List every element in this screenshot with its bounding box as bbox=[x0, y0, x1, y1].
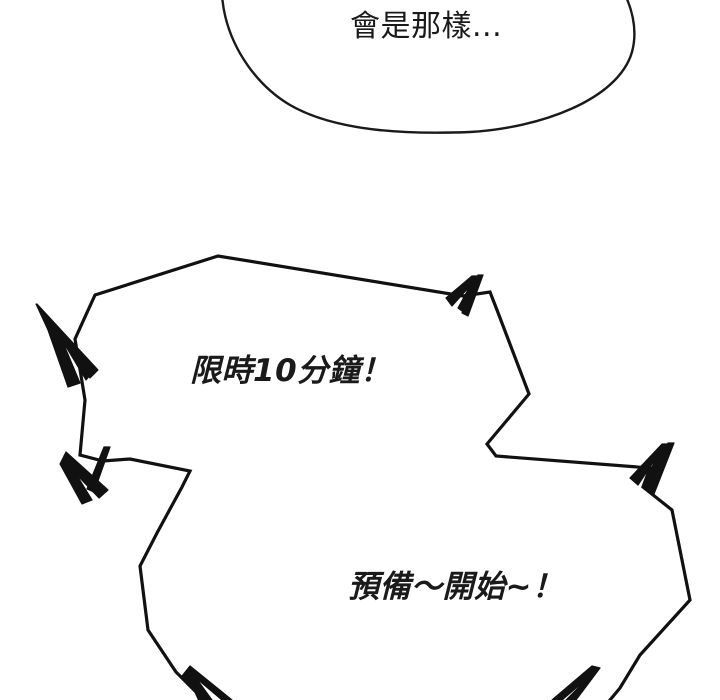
speech-bubble-oval bbox=[221, 0, 636, 134]
speech-bubble-oval-outline bbox=[221, 0, 636, 134]
spike-top-right-inner bbox=[461, 274, 484, 317]
shout-bubble-jagged bbox=[35, 254, 692, 700]
shout-bubble-text-line-2: 預備～開始~！ bbox=[348, 569, 564, 605]
spike-bottom-left bbox=[181, 665, 233, 700]
spike-mid-left-inner bbox=[86, 446, 111, 493]
spike-mid-left bbox=[59, 451, 109, 505]
shout-bubble-text-line-1: 限時10分鐘！ bbox=[190, 353, 392, 389]
spike-mid-right-inner bbox=[646, 442, 675, 495]
spike-upper-left-inner bbox=[36, 303, 99, 379]
shout-bubble-outline bbox=[73, 254, 692, 700]
spike-bottom-right bbox=[551, 665, 601, 700]
speech-bubble-oval-text: 會是那樣... bbox=[350, 9, 503, 44]
